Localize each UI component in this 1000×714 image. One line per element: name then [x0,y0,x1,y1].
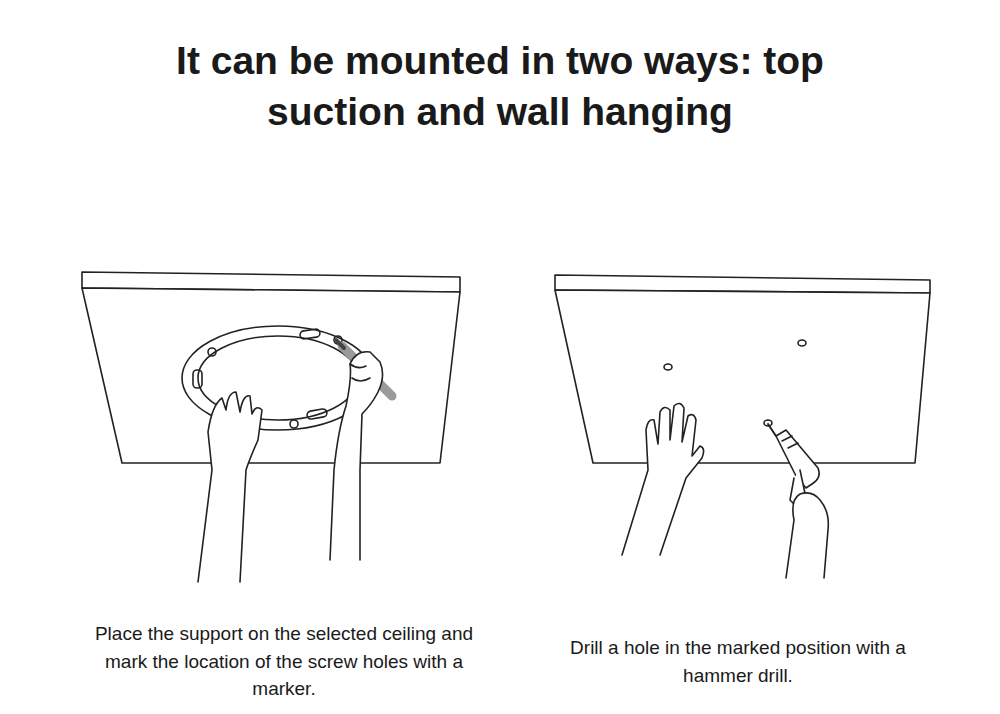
hand [622,403,704,555]
caption: Place the support on the selected ceilin… [88,620,480,703]
hand [786,493,828,578]
title: It can be mounted in two ways: top sucti… [140,36,860,137]
ceiling-board [82,272,460,463]
ceiling-board [555,275,930,463]
hand [330,352,383,560]
hand [198,392,262,582]
caption: Drill a hole in the marked position with… [553,634,923,689]
drilled-hole [664,340,806,426]
